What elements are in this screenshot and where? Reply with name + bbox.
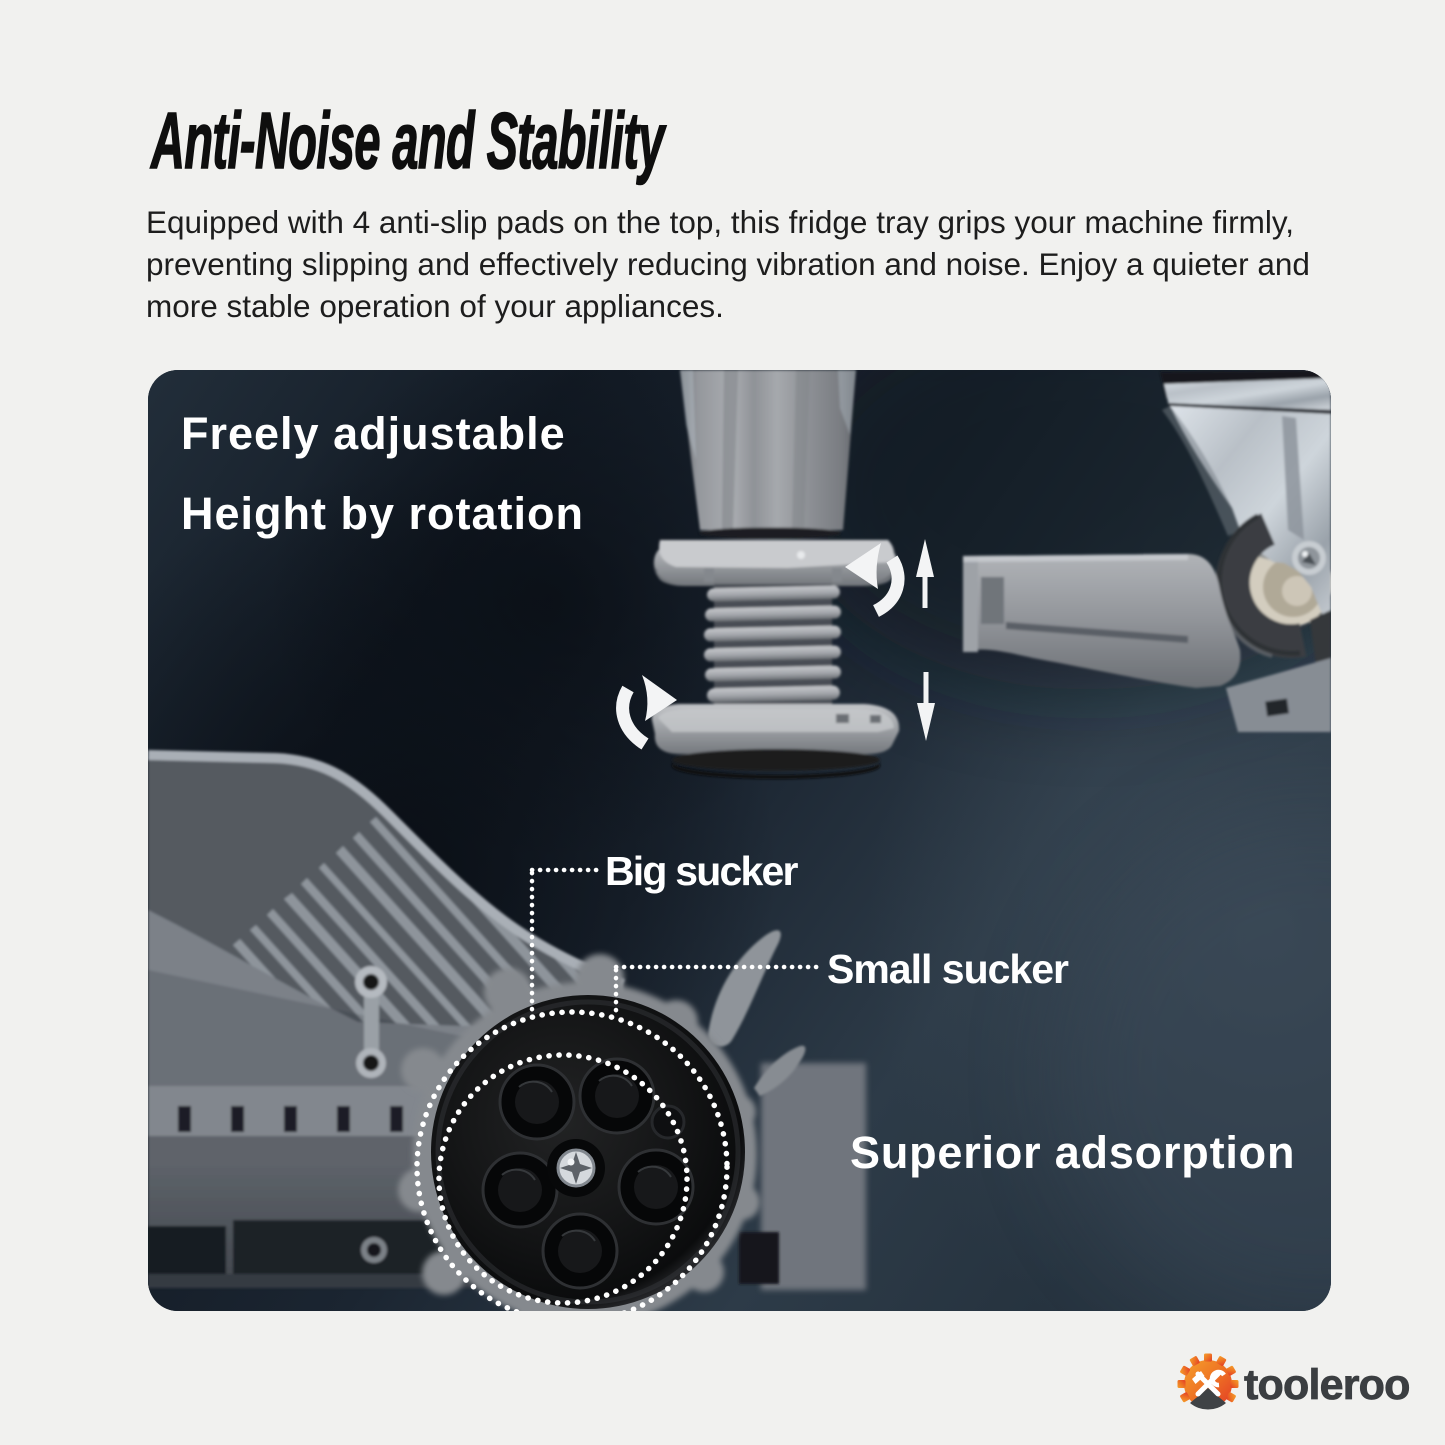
svg-text:tooleroo: tooleroo xyxy=(1244,1361,1410,1409)
svg-text:Superior adsorption: Superior adsorption xyxy=(850,1127,1295,1178)
svg-text:Height by rotation: Height by rotation xyxy=(181,488,584,539)
svg-text:Small sucker: Small sucker xyxy=(827,946,1069,992)
svg-text:Big sucker: Big sucker xyxy=(605,848,798,894)
svg-text:Freely adjustable: Freely adjustable xyxy=(181,408,566,459)
